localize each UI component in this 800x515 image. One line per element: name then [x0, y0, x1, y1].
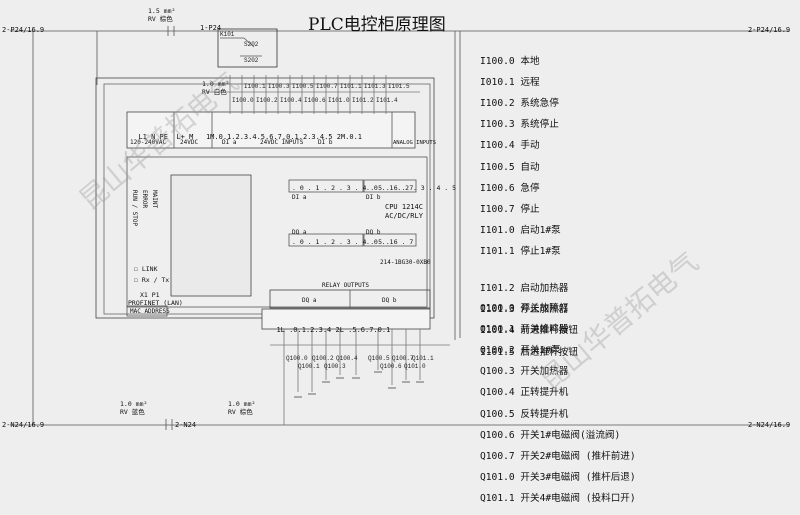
- rail-bottom-right: 2-N24/16.9: [748, 421, 791, 429]
- input-tag-11: I101.3: [364, 83, 386, 90]
- input-tag-3: I100.3: [268, 83, 290, 90]
- input-legend-item: I100.5 自动: [480, 161, 540, 173]
- input-legend-item: I101.1 停止1#泵: [480, 246, 561, 258]
- dq-a-row: . 0 . 1 . 2 . 3 . 4 . 5 . 6 . 7: [292, 238, 414, 246]
- input-legend-item: I100.6 急停: [480, 182, 540, 194]
- schematic-canvas: K101 S202 S202 I100.0 I100.2 I100.4 I100…: [2, 7, 791, 504]
- cpu-part-no: 214-1BG30-0XB0: [380, 259, 431, 266]
- input-legend-item: I101.0 启动1#泵: [480, 225, 561, 237]
- maint-led: MAINT: [151, 190, 158, 209]
- output-tag-6: Q100.6: [380, 363, 402, 370]
- input-tag-10: I101.2: [352, 97, 374, 104]
- rail-bottom-left: 2-N24/16.9: [2, 421, 45, 429]
- output-legend-item: Q100.6 开关1#电磁阀(溢流阀): [480, 429, 621, 441]
- input-tag-9: I101.1: [340, 83, 362, 90]
- input-tag-6: I100.6: [304, 97, 326, 104]
- relay-outputs-label: RELAY OUTPUTS: [322, 282, 369, 289]
- profinet-lan: PROFINET (LAN): [128, 299, 183, 307]
- output-tag-8: Q101.0: [404, 363, 426, 370]
- label-di-b-top: DI b: [318, 139, 333, 146]
- input-legend-item: I010.1 远程: [480, 76, 540, 88]
- dq-b-label: DQ b: [366, 229, 381, 236]
- link-led: ☐ LINK: [134, 265, 158, 273]
- bottom-terminal-row: 1L .0.1.2.3.4 2L .5.6.7.0.1: [276, 325, 391, 334]
- di-a-row: . 0 . 1 . 2 . 3 . 4 . 5 . 6 . 7: [292, 184, 414, 192]
- input-tag-12: I101.4: [376, 97, 398, 104]
- mac-address: MAC ADDRESS: [130, 308, 170, 315]
- input-legend-item: I101.4 前进推杆按钮: [480, 325, 578, 337]
- input-legend-item: I101.3 停止加热器: [480, 304, 569, 316]
- cpu-model: CPU 1214C: [385, 203, 423, 211]
- output-tag-4: Q100.4: [336, 355, 358, 362]
- top-terminal-row: L1 N PE L+ M 1M.0.1.2.3.4.5.6.7.0.1.2.3.…: [138, 132, 363, 141]
- dq-b-row: . 0 . 1: [366, 238, 394, 246]
- profinet-port: X1 P1: [140, 291, 160, 299]
- output-tag-5: Q100.5: [368, 355, 390, 362]
- input-tag-13: I101.5: [388, 83, 410, 90]
- error-led: ERROR: [141, 190, 148, 209]
- input-legend-item: I100.2 系统急停: [480, 97, 559, 109]
- di-a-label: DI a: [292, 194, 307, 201]
- input-legend-item: I100.4 手动: [480, 140, 540, 152]
- output-tag-2: Q100.2: [312, 355, 334, 362]
- cpu-type: AC/DC/RLY: [385, 212, 423, 220]
- output-legend-item: Q100.5 反转提升机: [480, 408, 569, 420]
- output-legend-item: Q101.0 开关3#电磁阀 (推杆后退): [480, 472, 636, 484]
- rail-bottom-mid: 2-N24: [175, 421, 197, 429]
- rxtx-led: ☐ Rx / Tx: [134, 276, 170, 284]
- input-tag-4: I100.4: [280, 97, 302, 104]
- relay-label-k101: K101: [220, 31, 235, 38]
- rail-top-right: 2-P24/16.9: [748, 26, 791, 34]
- label-24vdc: 24VDC: [180, 139, 199, 146]
- output-tag-3: Q100.3: [324, 363, 346, 370]
- run-stop-led: RUN / STOP: [131, 190, 138, 227]
- rail-top-left: 2-P24/16.9: [2, 26, 45, 34]
- input-legend-item: I100.0 本地: [480, 55, 540, 67]
- label-di-a-top: DI a: [222, 139, 237, 146]
- output-legend-item: Q100.0 开关故障灯: [480, 302, 569, 314]
- output-legend-item: Q100.2 开关1#泵: [480, 344, 561, 356]
- input-legend-spacer: [480, 268, 578, 273]
- dq-a-bottom-label: DQ a: [302, 297, 317, 304]
- output-tag-9: Q101.1: [412, 355, 434, 362]
- output-tag-0: Q100.0: [286, 355, 308, 362]
- label-analog: ANALOG INPUTS: [393, 140, 437, 146]
- input-tag-2: I100.2: [256, 97, 278, 104]
- output-legend-item: Q100.4 正转提升机: [480, 387, 569, 399]
- output-legend-item: Q100.3 开关加热器: [480, 366, 569, 378]
- input-legend: I100.0 本地 I010.1 远程 I100.2 系统急停 I100.3 系…: [480, 46, 578, 369]
- label-inputs: 24VDC INPUTS: [260, 139, 304, 146]
- output-tag-1: Q100.1: [298, 363, 320, 370]
- rail-top-mid: 1-P24: [200, 24, 222, 32]
- input-legend-item: I101.2 启动加热器: [480, 283, 569, 295]
- output-legend-item: Q101.1 开关4#电磁阀 (投料口开): [480, 493, 636, 505]
- cpu-display-window: [170, 174, 252, 297]
- di-b-label: DI b: [366, 194, 381, 201]
- schematic-drawing: K101 S202 S202 I100.0 I100.2 I100.4 I100…: [10, 26, 790, 430]
- output-legend-item: Q100.1 开关蜂鸣器: [480, 323, 569, 335]
- input-tag-7: I100.7: [316, 83, 338, 90]
- input-tag-0: I100.0: [232, 97, 254, 104]
- dq-b-bottom-label: DQ b: [382, 297, 397, 304]
- relay-label-s202-2: S202: [244, 57, 259, 64]
- label-power: 120-240VAC: [130, 139, 167, 146]
- output-tag-7: Q100.7: [392, 355, 414, 362]
- dq-a-label: DQ a: [292, 229, 307, 236]
- page-title: PLC电控柜原理图: [308, 15, 446, 35]
- output-legend-item: Q100.7 开关2#电磁阀 (推杆前进): [480, 450, 636, 462]
- input-legend-item: I100.7 停止: [480, 203, 540, 215]
- di-b-row: . 0 . 1 . 2 . 3 . 4 . 5: [366, 184, 457, 192]
- top-relay-box: [217, 28, 278, 68]
- input-legend-item: I101.5 后进推杆按钮: [480, 346, 578, 358]
- relay-label-s202: S202: [244, 41, 259, 48]
- input-tag-8: I101.0: [328, 97, 350, 104]
- input-tag-1: I100.1: [244, 83, 266, 90]
- input-tag-5: I100.5: [292, 83, 314, 90]
- input-legend-item: I100.3 系统停止: [480, 119, 559, 131]
